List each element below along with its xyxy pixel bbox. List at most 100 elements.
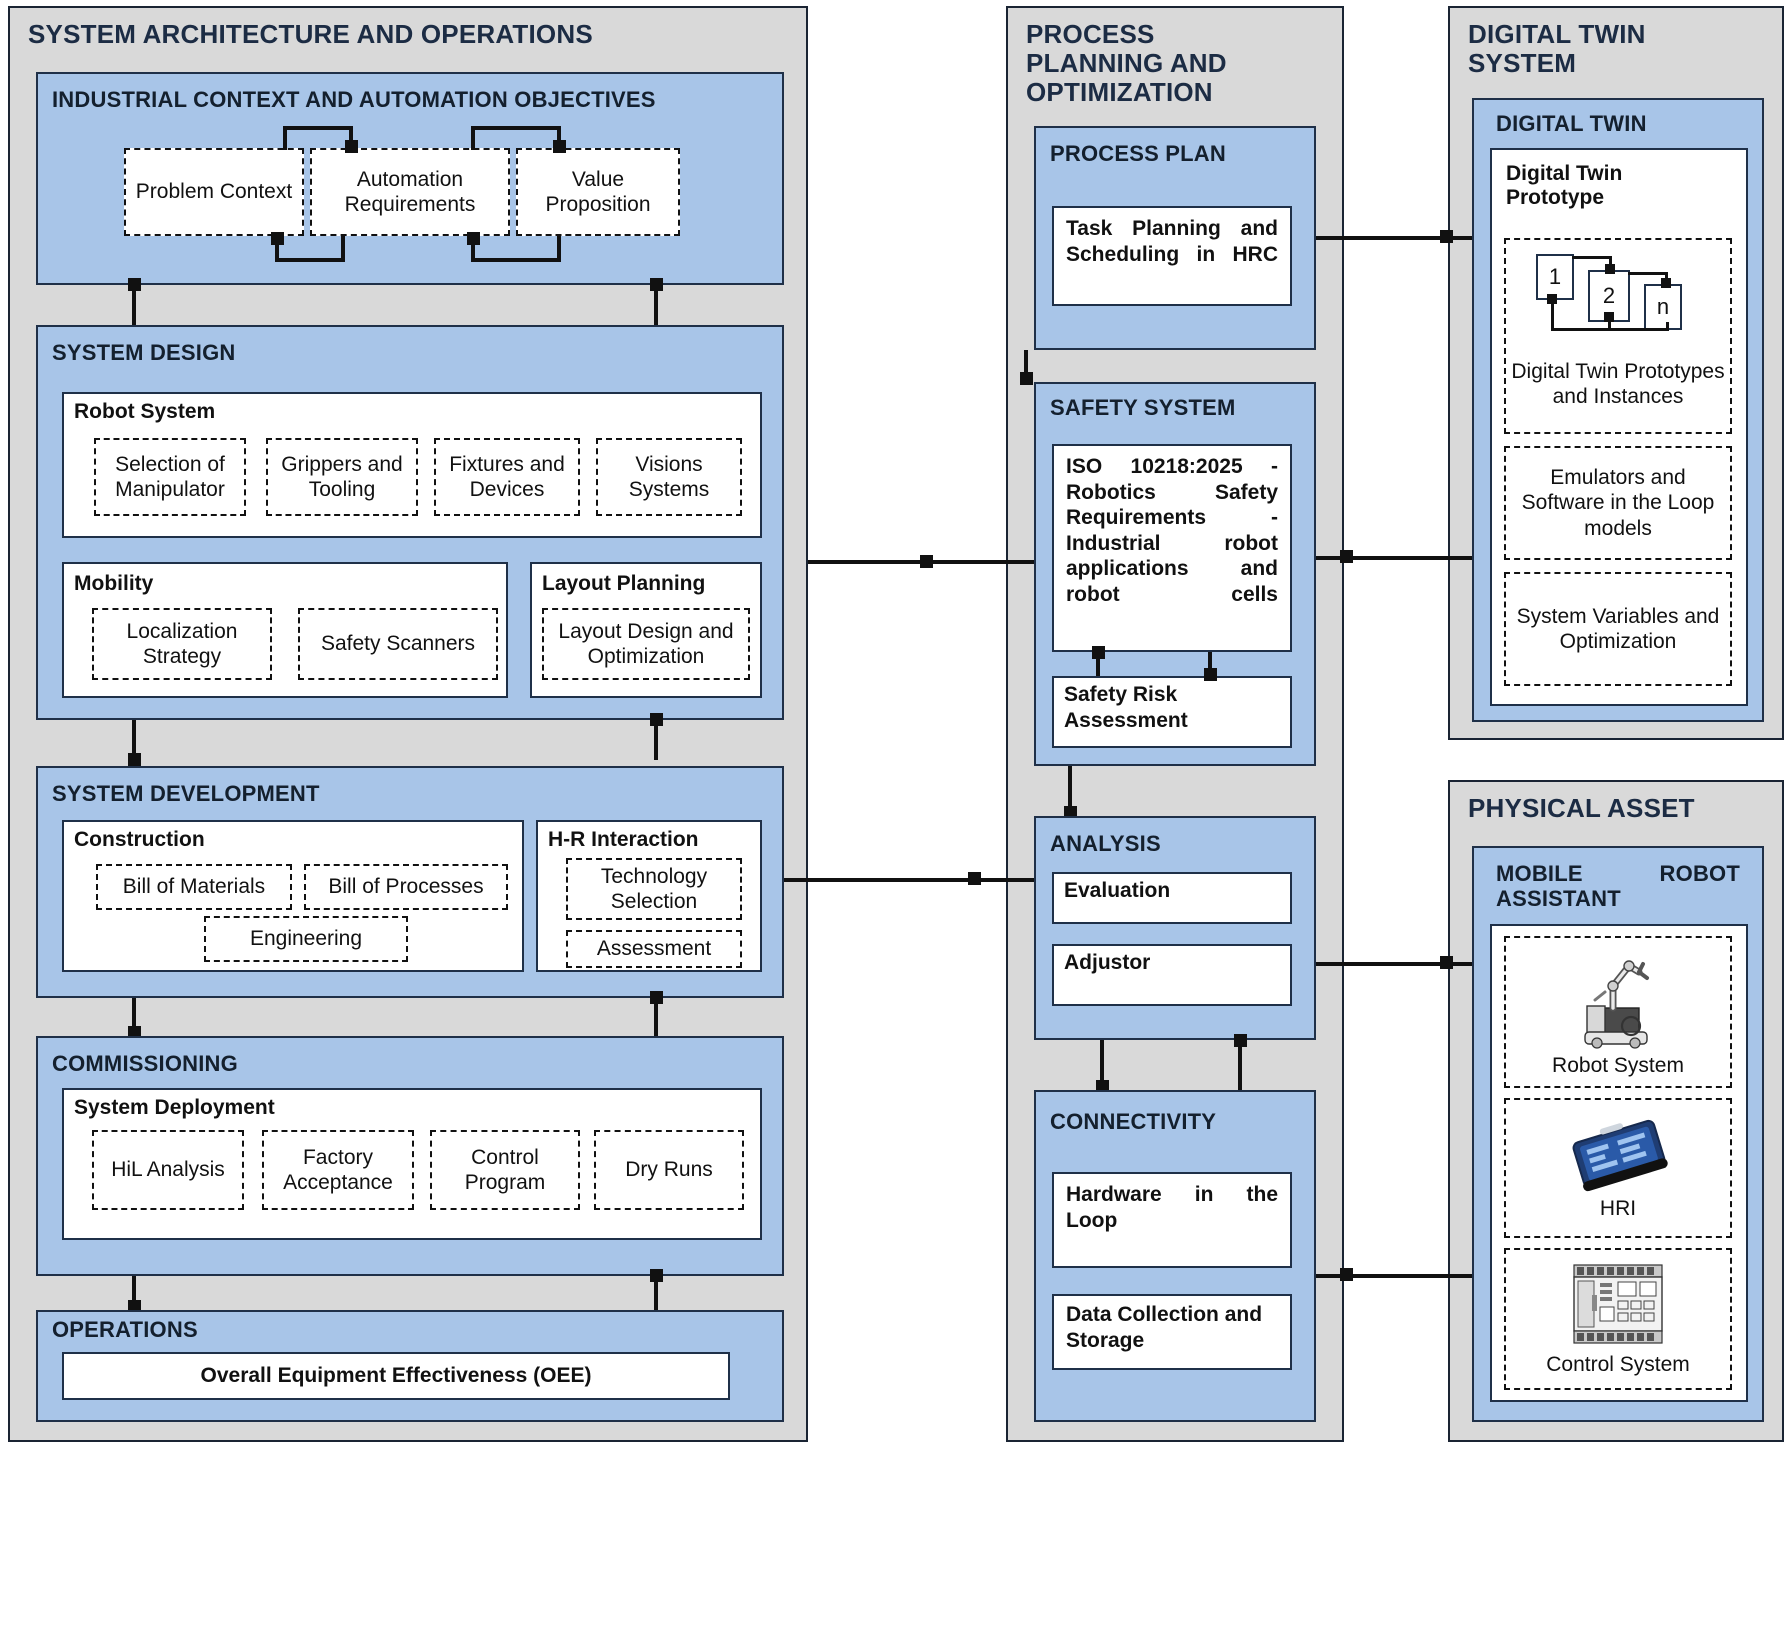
node-automation-requirements[interactable]: Automation Requirements (310, 148, 510, 236)
connector-safety-to-analysis (1068, 766, 1072, 816)
panel-digital-twin-system-title: DIGITAL TWIN SYSTEM (1468, 19, 1646, 79)
node-bill-of-materials[interactable]: Bill of Materials (96, 864, 292, 910)
connector-dev-to-design (654, 720, 658, 760)
dt-arrow-2 (1661, 278, 1671, 288)
node-safety-scanners[interactable]: Safety Scanners (298, 608, 498, 680)
connector-ic-top-1v2 (349, 126, 353, 150)
dt-node-n-label: n (1656, 294, 1670, 319)
arrowhead-dt-plan (1440, 230, 1453, 243)
dt-node-1: 1 (1536, 254, 1574, 300)
node-iso-standard-label: ISO 10218:2025 - Robotics Safety Require… (1066, 455, 1278, 607)
dt-edge-2-n (1628, 272, 1668, 275)
panel-system-architecture-title: SYSTEM ARCHITECTURE AND OPERATIONS (28, 19, 593, 49)
node-dry-runs[interactable]: Dry Runs (594, 1130, 744, 1210)
arrowhead-ic-up (650, 278, 663, 291)
arrowhead-ic-1 (345, 140, 358, 153)
arrowhead-dev (128, 753, 141, 766)
section-mobile-robot-assistant-title: MOBILE ROBOT ASSISTANT (1496, 861, 1740, 911)
node-safety-risk-assessment[interactable]: Safety Risk Assessment (1052, 676, 1292, 748)
section-safety-system-title: SAFETY SYSTEM (1050, 395, 1236, 420)
node-grippers-and-tooling[interactable]: Grippers and Tooling (266, 438, 418, 516)
node-safety-risk-assessment-label: Safety Risk Assessment (1064, 683, 1188, 732)
node-iso-standard[interactable]: ISO 10218:2025 - Robotics Safety Require… (1052, 444, 1292, 652)
node-hri-asset-label: HRI (1599, 1197, 1637, 1220)
node-oee-label: Overall Equipment Effectiveness (OEE) (200, 1364, 592, 1388)
node-localization-strategy[interactable]: Localization Strategy (92, 608, 272, 680)
node-factory-acceptance[interactable]: Factory Acceptance (262, 1130, 414, 1210)
connector-ic-top-1 (283, 126, 353, 130)
section-digital-twin-title: DIGITAL TWIN (1496, 111, 1647, 136)
group-hr-interaction-title: H-R Interaction (548, 828, 699, 851)
connector-mid-to-pa-conn (1316, 1274, 1472, 1278)
arrowhead-pa-analysis (1440, 956, 1453, 969)
connector-mid-to-dt-safety (1316, 556, 1472, 560)
node-evaluation[interactable]: Evaluation (1052, 872, 1292, 924)
connector-ops-to-comm (654, 1276, 658, 1310)
arrowhead-ops (128, 1300, 141, 1313)
robot-arm-icon (1584, 960, 1649, 1049)
section-analysis-title: ANALYSIS (1050, 831, 1161, 856)
arrowhead-analysis (1064, 806, 1077, 819)
node-hardware-in-the-loop[interactable]: Hardware in the Loop (1052, 1172, 1292, 1268)
connector-analysis-to-conn (1100, 1040, 1104, 1090)
dt-edge-1-down (1551, 298, 1554, 330)
node-assessment[interactable]: Assessment (566, 930, 742, 968)
connector-ic-bot-2v2 (557, 236, 561, 260)
node-emulators-software-loop[interactable]: Emulators and Software in the Loop model… (1504, 446, 1732, 560)
node-selection-of-manipulator[interactable]: Selection of Manipulator (94, 438, 246, 516)
connector-comm-to-ops (132, 1276, 136, 1310)
node-dt-prototypes-instances[interactable]: 1 2 n Digital Twin Prototypes and Instan… (1504, 238, 1732, 434)
group-layout-planning-title: Layout Planning (542, 572, 706, 595)
node-technology-selection[interactable]: Technology Selection (566, 858, 742, 920)
node-system-variables-optimization[interactable]: System Variables and Optimization (1504, 572, 1732, 686)
node-task-planning-scheduling[interactable]: Task Planning and Scheduling in HRC (1052, 206, 1292, 306)
arrowhead-design-up (650, 713, 663, 726)
arrowhead-dt-safety (1340, 550, 1353, 563)
node-layout-design-and-optimization[interactable]: Layout Design and Optimization (542, 608, 750, 680)
arrowhead-analysis-up (1234, 1034, 1247, 1047)
arrowhead-ic-3 (271, 232, 284, 245)
node-adjustor-label: Adjustor (1064, 951, 1151, 974)
node-bill-of-processes[interactable]: Bill of Processes (304, 864, 508, 910)
node-problem-context[interactable]: Problem Context (124, 148, 304, 236)
node-value-proposition[interactable]: Value Proposition (516, 148, 680, 236)
section-system-development-title: SYSTEM DEVELOPMENT (52, 781, 320, 806)
arrowhead-conn (1096, 1080, 1109, 1093)
node-data-collection-storage-label: Data Collection and Storage (1066, 1303, 1263, 1352)
connector-ic-bot-1 (275, 258, 345, 262)
connector-ic-to-design (132, 285, 136, 325)
arrowhead-ic-2 (553, 140, 566, 153)
connector-design-to-ic (654, 285, 658, 325)
node-adjustor[interactable]: Adjustor (1052, 944, 1292, 1006)
node-hri-asset[interactable]: HRI (1504, 1098, 1732, 1238)
node-engineering[interactable]: Engineering (204, 916, 408, 962)
node-robot-system-asset[interactable]: Robot System (1504, 936, 1732, 1088)
dt-arrow-1 (1605, 264, 1615, 274)
node-control-program[interactable]: Control Program (430, 1130, 580, 1210)
connector-mid-to-pa-analysis (1316, 962, 1472, 966)
node-fixtures-and-devices[interactable]: Fixtures and Devices (434, 438, 580, 516)
arrowhead-design (128, 278, 141, 291)
arrowhead-comm (128, 1026, 141, 1039)
node-hil-analysis[interactable]: HiL Analysis (92, 1130, 244, 1210)
node-control-system-asset[interactable]: Control System (1504, 1248, 1732, 1390)
tablet-icon (1572, 1119, 1668, 1192)
node-visions-systems[interactable]: Visions Systems (596, 438, 742, 516)
dt-edge-n-down (1666, 322, 1669, 330)
arrowhead-ic-4 (467, 232, 480, 245)
node-robot-system-asset-label: Robot System (1552, 1054, 1684, 1077)
node-evaluation-label: Evaluation (1064, 879, 1171, 902)
dt-node-n: n (1644, 284, 1682, 330)
node-task-planning-scheduling-label: Task Planning and Scheduling in HRC (1066, 217, 1278, 266)
dt-arrow-4 (1604, 312, 1614, 322)
arrowhead-iso-b (1204, 668, 1217, 681)
dt-arrow-3 (1547, 294, 1557, 304)
arrowhead-mid-design (920, 555, 933, 568)
section-connectivity-title: CONNECTIVITY (1050, 1109, 1217, 1134)
node-oee[interactable]: Overall Equipment Effectiveness (OEE) (62, 1352, 730, 1400)
node-data-collection-storage[interactable]: Data Collection and Storage (1052, 1294, 1292, 1370)
arrowhead-safety (1020, 372, 1033, 385)
connector-ic-bot-1v1 (275, 236, 279, 260)
connector-ic-bot-1v2 (341, 236, 345, 260)
arrowhead-comm-up (650, 1269, 663, 1282)
